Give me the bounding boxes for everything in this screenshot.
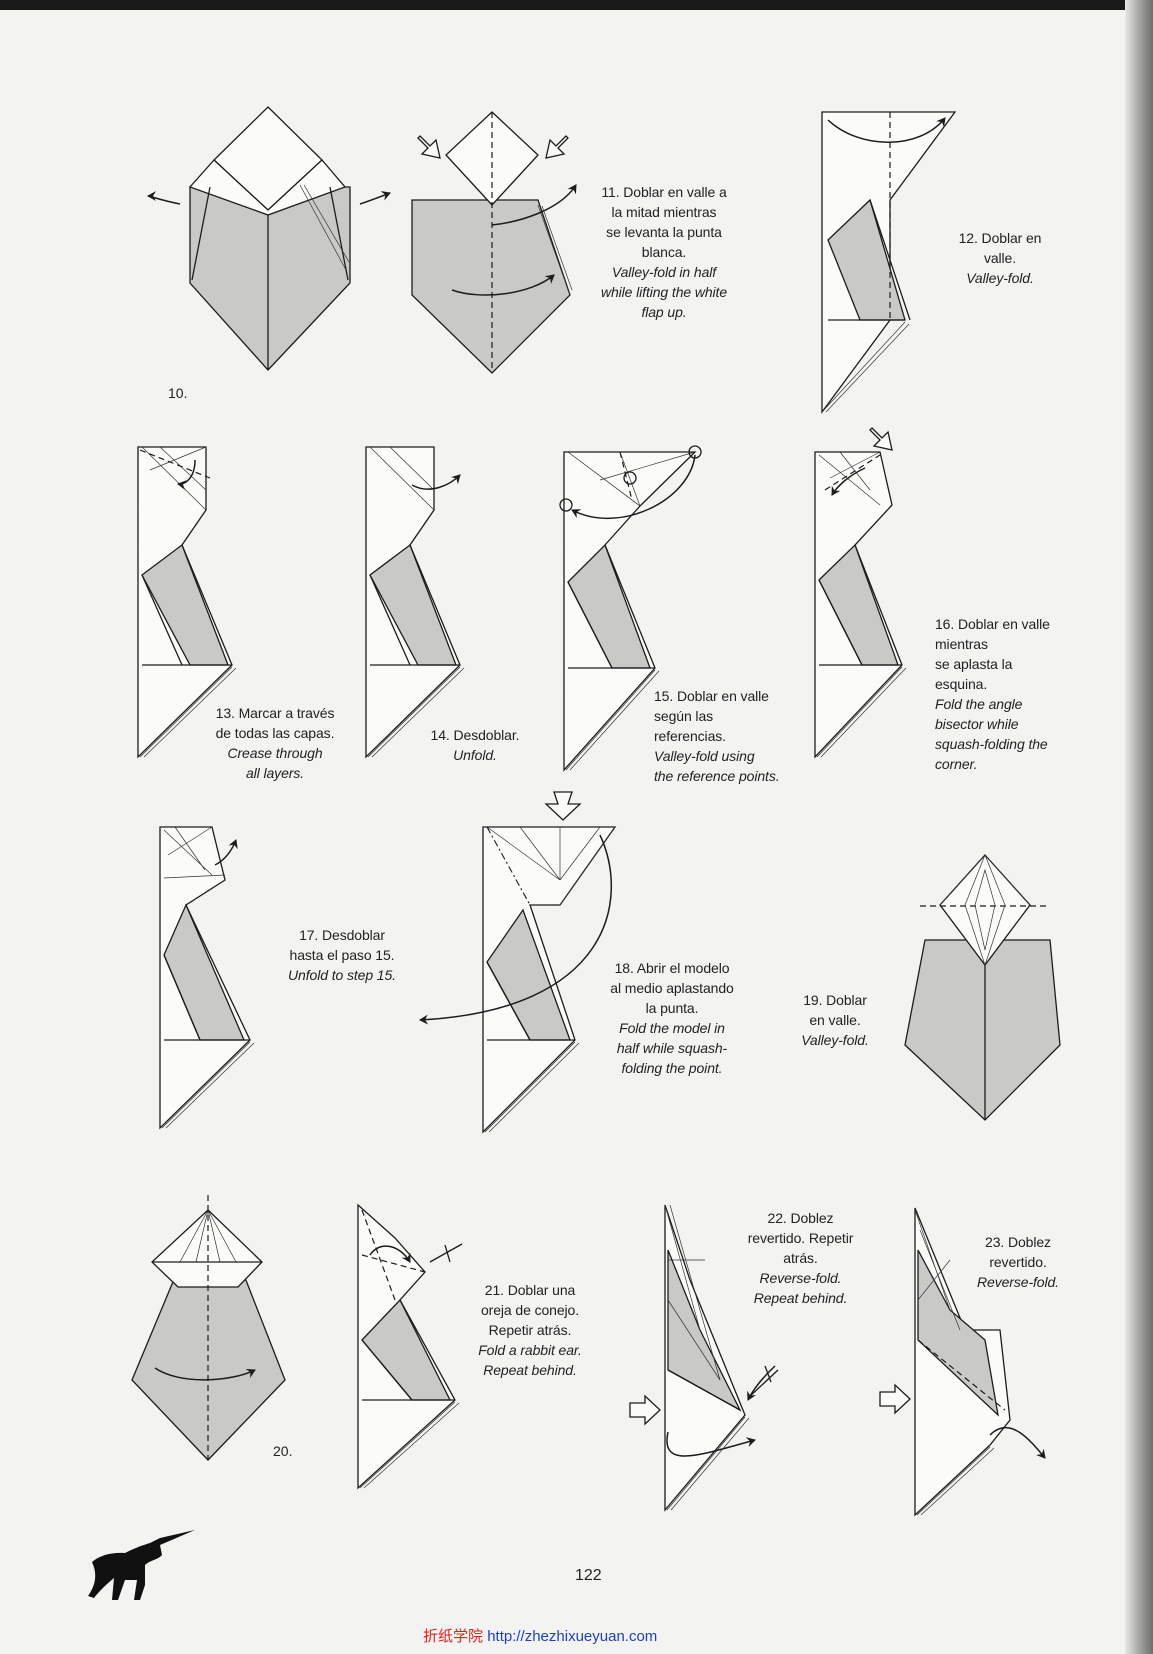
step-19-text-en: Valley-fold. — [785, 1030, 885, 1050]
step-18-text-en: Fold the model in half while squash- fol… — [592, 1018, 752, 1078]
step-12-text-en: Valley-fold. — [935, 268, 1065, 288]
step-19-text-es: 19. Doblar en valle. — [785, 990, 885, 1030]
step-18-diagram — [420, 792, 615, 1132]
step-22-text-en: Reverse-fold. Repeat behind. — [728, 1268, 873, 1308]
step-13-text-es: 13. Marcar a través de todas las capas. — [195, 703, 355, 743]
step-19-diagram — [905, 855, 1060, 1120]
step-13-caption: 13. Marcar a través de todas las capas. … — [195, 703, 355, 783]
step-11-caption: 11. Doblar en valle a la mitad mientras … — [578, 182, 750, 322]
step-11-text-es: 11. Doblar en valle a la mitad mientras … — [578, 182, 750, 262]
step-20-diagram — [132, 1195, 285, 1460]
step-21-text-es: 21. Doblar una oreja de conejo. Repetir … — [460, 1280, 600, 1340]
step-11-text-en: Valley-fold in half while lifting the wh… — [578, 262, 750, 322]
step-14-diagram — [366, 447, 464, 757]
step-17-text-es: 17. Desdoblar hasta el paso 15. — [272, 925, 412, 965]
footer-watermark: 折纸学院 http://zhezhixueyuan.com — [423, 1625, 657, 1646]
step-21-text-en: Fold a rabbit ear. Repeat behind. — [460, 1340, 600, 1380]
step-15-caption: 15. Doblar en valle según las referencia… — [654, 686, 804, 786]
unicorn-silhouette-icon — [88, 1530, 195, 1600]
step-22-caption: 22. Doblez revertido. Repetir atrás. Rev… — [728, 1208, 873, 1308]
step-16-caption: 16. Doblar en valle mientras se aplasta … — [935, 614, 1095, 774]
step-23-text-es: 23. Doblez revertido. — [968, 1232, 1068, 1272]
step-17-text-en: Unfold to step 15. — [272, 965, 412, 985]
step-13-text-en: Crease through all layers. — [195, 743, 355, 783]
step-10-diagram — [148, 107, 390, 370]
footer-url[interactable]: http://zhezhixueyuan.com — [487, 1628, 657, 1645]
page-number: 122 — [575, 1567, 602, 1585]
step-21-diagram — [358, 1205, 462, 1488]
step-18-text-es: 18. Abrir el modelo al medio aplastando … — [592, 958, 752, 1018]
step-15-text-en: Valley-fold using the reference points. — [654, 746, 804, 786]
step-14-text-es: 14. Desdoblar. — [415, 725, 535, 745]
footer-chinese: 折纸学院 — [423, 1628, 483, 1645]
step-16-diagram — [815, 428, 906, 757]
step-20-number: 20. — [273, 1443, 292, 1459]
step-17-caption: 17. Desdoblar hasta el paso 15. Unfold t… — [272, 925, 412, 985]
step-21-caption: 21. Doblar una oreja de conejo. Repetir … — [460, 1280, 600, 1380]
step-14-text-en: Unfold. — [415, 745, 535, 765]
step-12-caption: 12. Doblar en valle. Valley-fold. — [935, 228, 1065, 288]
step-22-text-es: 22. Doblez revertido. Repetir atrás. — [728, 1208, 873, 1268]
step-11-diagram — [412, 112, 576, 373]
step-23-text-en: Reverse-fold. — [968, 1272, 1068, 1292]
step-19-caption: 19. Doblar en valle. Valley-fold. — [785, 990, 885, 1050]
step-16-text-es: 16. Doblar en valle mientras se aplasta … — [935, 614, 1095, 694]
step-14-caption: 14. Desdoblar. Unfold. — [415, 725, 535, 765]
step-10-number: 10. — [168, 385, 187, 401]
step-17-diagram — [160, 827, 254, 1128]
step-12-text-es: 12. Doblar en valle. — [935, 228, 1065, 268]
step-18-caption: 18. Abrir el modelo al medio aplastando … — [592, 958, 752, 1078]
step-16-text-en: Fold the angle bisector while squash-fol… — [935, 694, 1095, 774]
step-23-caption: 23. Doblez revertido. Reverse-fold. — [968, 1232, 1068, 1292]
step-15-text-es: 15. Doblar en valle según las referencia… — [654, 686, 804, 746]
